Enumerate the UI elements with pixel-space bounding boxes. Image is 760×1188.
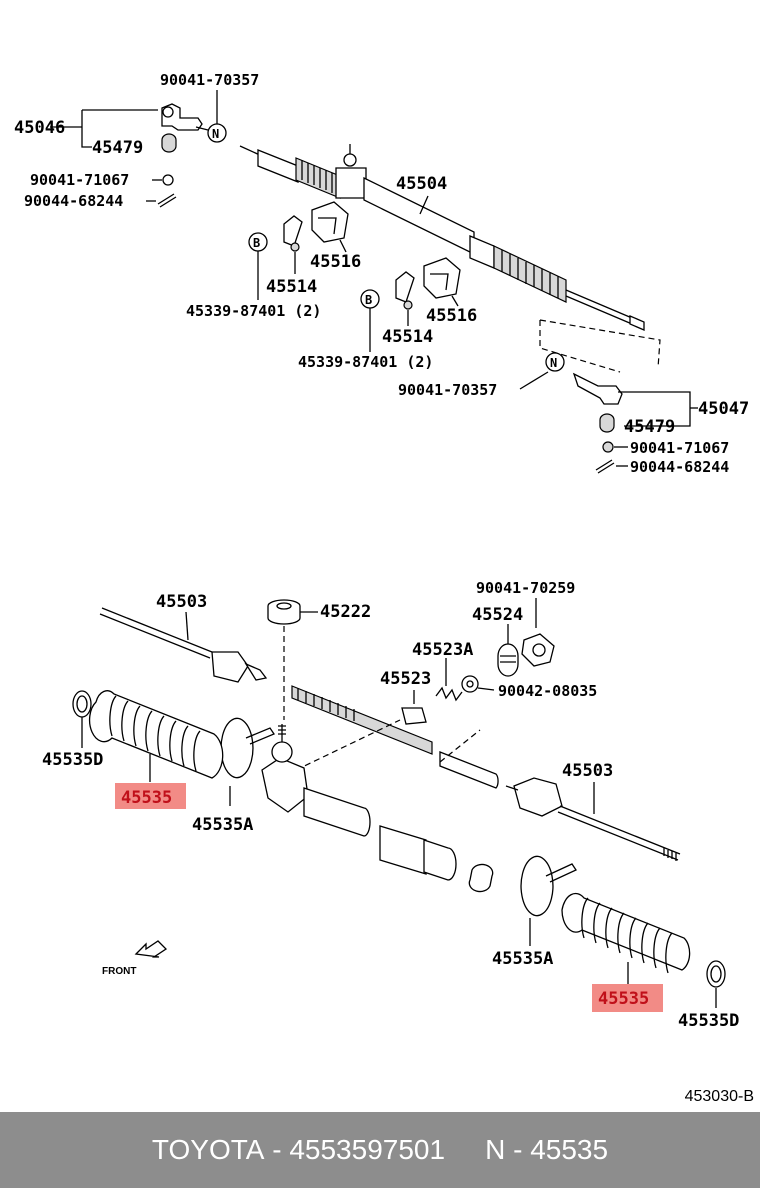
tie-rod-upper-drawing [99, 607, 268, 683]
highlight-45535-upper [115, 783, 186, 809]
footer-ref-number: 45535 [530, 1134, 609, 1165]
label-90041-70357-lower: 90041-70357 [398, 381, 497, 399]
footer-dash-2: - [513, 1134, 523, 1165]
top-assembly: N [14, 71, 749, 476]
label-90041-71067-lower: 90041-71067 [630, 439, 729, 457]
label-90044-68244-lower: 90044-68244 [630, 458, 729, 476]
parts-diagram: N [14, 71, 749, 1031]
footer-dash-1: - [272, 1134, 282, 1165]
label-45516-upper: 45516 [310, 252, 361, 272]
label-45535a-lower: 45535A [492, 949, 553, 969]
label-45503-lower: 45503 [562, 761, 613, 781]
label-45514-upper: 45514 [266, 277, 317, 297]
label-45047: 45047 [698, 399, 749, 419]
label-45339-87401-upper: 45339-87401 (2) [186, 302, 321, 320]
footer-part-number: 4553597501 [289, 1134, 446, 1165]
callout-b-lower: B [365, 293, 372, 307]
tie-rod-lower-drawing [505, 777, 681, 861]
label-45339-87401-lower: 45339-87401 (2) [298, 353, 433, 371]
boot-lower-drawing [561, 892, 691, 974]
rack-housing-drawing [239, 144, 645, 331]
label-45535d-lower: 45535D [678, 1011, 739, 1031]
label-45222: 45222 [320, 602, 371, 622]
callout-n-upper: N [212, 127, 219, 141]
front-arrow-icon [134, 940, 168, 958]
callout-b-upper: B [253, 236, 260, 250]
label-90044-68244-upper: 90044-68244 [24, 192, 123, 210]
label-45535-upper: 45535 [121, 788, 172, 808]
label-45479-lower: 45479 [624, 417, 675, 437]
footer-bar: TOYOTA - 4553597501 N - 45535 [0, 1112, 760, 1188]
label-45514-lower: 45514 [382, 327, 433, 347]
label-45535a-upper: 45535A [192, 815, 253, 835]
footer-ref-prefix: N [485, 1134, 506, 1165]
label-45503-upper: 45503 [156, 592, 207, 612]
footer-brand: TOYOTA [151, 1134, 265, 1165]
label-45479-upper: 45479 [92, 138, 143, 158]
tie-rod-end-right-drawing [572, 372, 623, 474]
label-45523: 45523 [380, 669, 431, 689]
label-90041-70357-upper: 90041-70357 [160, 71, 259, 89]
tie-rod-end-left-drawing [161, 103, 203, 153]
label-45535d-upper: 45535D [42, 750, 103, 770]
callout-n-lower: N [550, 356, 557, 370]
label-45535-lower: 45535 [598, 989, 649, 1009]
highlight-45535-lower [592, 984, 663, 1012]
label-90041-71067-upper: 90041-71067 [30, 171, 129, 189]
label-90042-08035: 90042-08035 [498, 682, 597, 700]
label-45504: 45504 [396, 174, 447, 194]
label-90041-70259: 90041-70259 [476, 579, 575, 597]
bottom-assembly: FRONT 90041-70259 45503 45222 45524 4552… [42, 579, 739, 1031]
label-45524: 45524 [472, 605, 523, 625]
label-45046: 45046 [14, 118, 65, 138]
catalog-code: 453030-B [684, 1088, 754, 1105]
label-45523a: 45523A [412, 640, 473, 660]
front-label: FRONT [102, 966, 136, 977]
gear-housing-drawing [261, 724, 494, 893]
label-45516-lower: 45516 [426, 306, 477, 326]
boot-upper-drawing [88, 690, 224, 779]
